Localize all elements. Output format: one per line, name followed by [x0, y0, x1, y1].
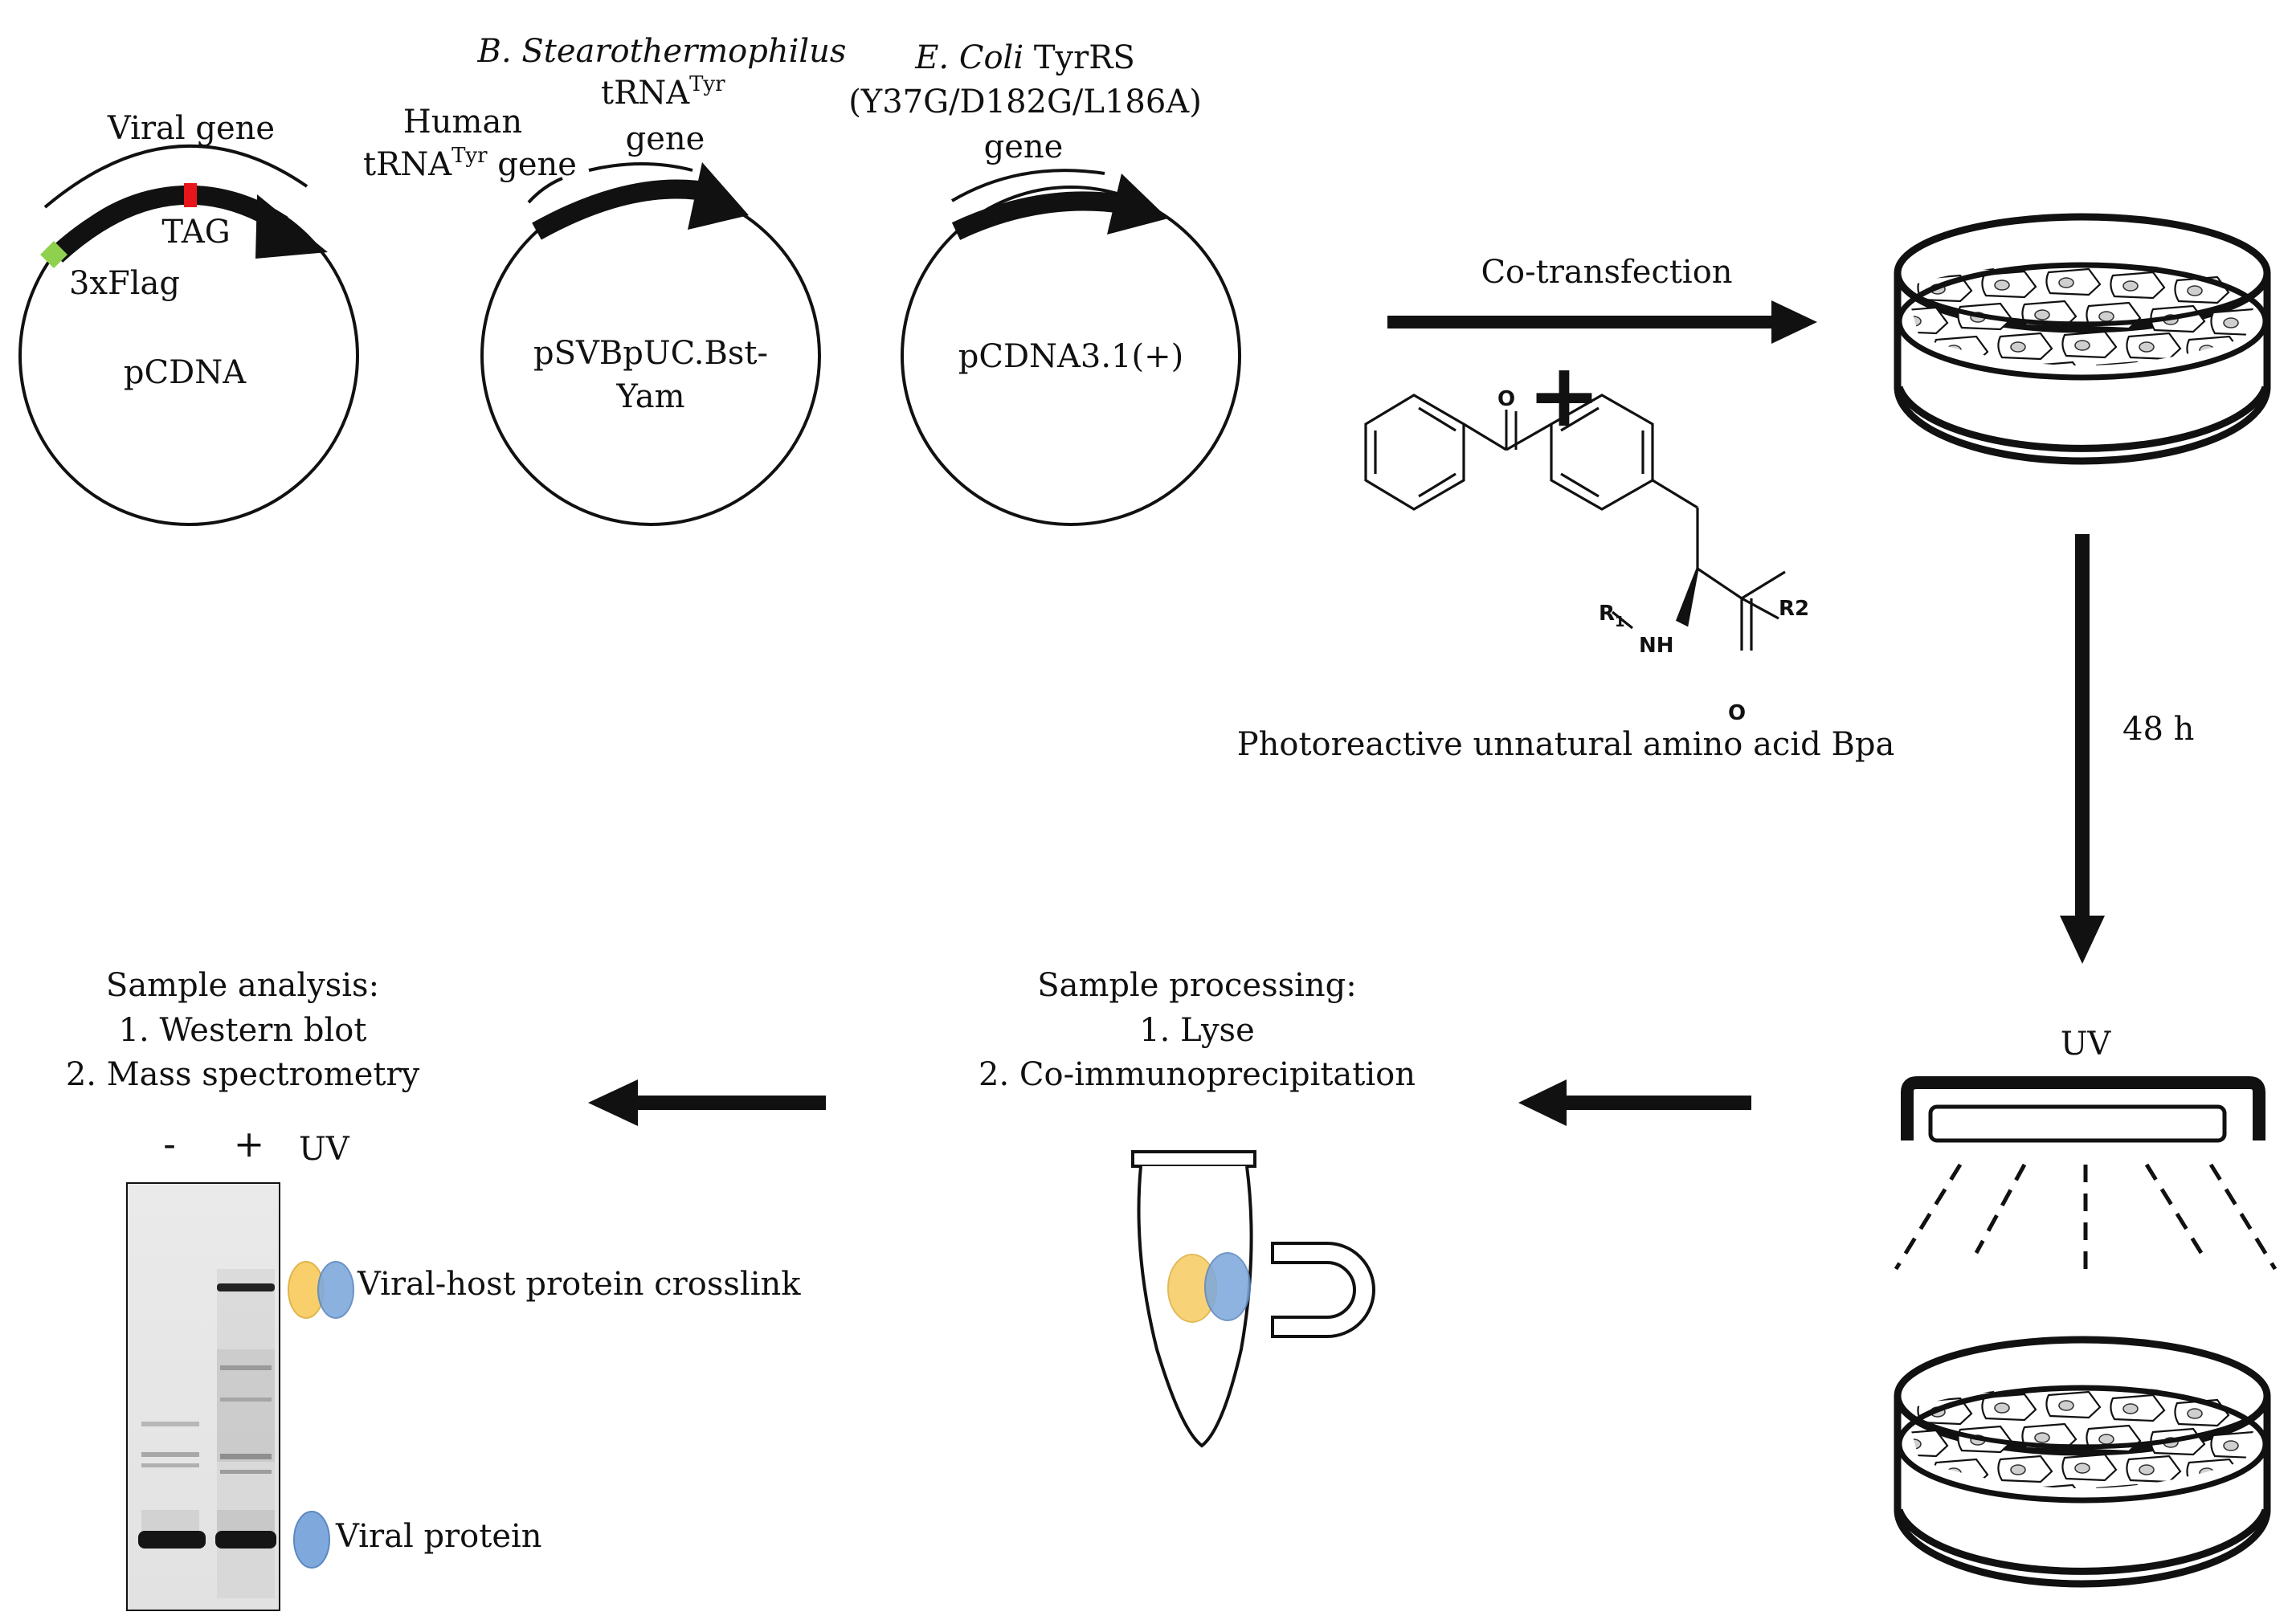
carbonyl-o: O: [1497, 387, 1515, 411]
plasmid-name-line1: pSVBpUC.Bst-: [533, 335, 768, 372]
acid-o: O: [1728, 701, 1746, 725]
bst-label-line2: tRNATyr: [601, 72, 725, 112]
viral-gene-bracket: [43, 144, 308, 209]
arrow-head: [255, 194, 328, 259]
analysis-title: Sample analysis:: [106, 967, 379, 1004]
amine-nh: NH: [1639, 634, 1674, 658]
tyrrs-label-line1: E. Coli TyrRS: [914, 39, 1135, 76]
tyrrs-arrow: [951, 191, 1135, 240]
arrow-shaft: [2075, 534, 2090, 936]
flag-label: 3xFlag: [69, 265, 180, 302]
sample-processing: Sample processing: 1. Lyse 2. Co-immunop…: [978, 967, 1416, 1448]
processing-title: Sample processing:: [1037, 967, 1357, 1004]
human-label-line1: Human: [403, 104, 522, 141]
crosslink-label: Viral-host protein crosslink: [357, 1266, 801, 1303]
bpa-caption: Photoreactive unnatural amino acid Bpa: [1237, 726, 1895, 763]
culture-dish-transfected: [1894, 213, 2271, 465]
plasmid-circle: [901, 186, 1241, 526]
arrow-head: [1107, 173, 1168, 235]
cotransfection-label: Co-transfection: [1481, 254, 1732, 291]
band-viral-plus: [215, 1531, 276, 1549]
cotransfection-step: Co-transfection +: [1387, 254, 1817, 447]
viral-gene-arrow: [49, 185, 288, 263]
uv-rays: [1894, 1163, 2278, 1271]
analysis-step2: 2. Mass spectrometry: [66, 1056, 420, 1093]
tube-cap: [1131, 1150, 1256, 1168]
arrow-to-processing: [1518, 1079, 1751, 1126]
plasmid-name: pCDNA3.1(+): [958, 338, 1184, 375]
uv-bulb: [1928, 1104, 2227, 1143]
band-viral-minus: [138, 1531, 206, 1549]
blot-uv-label: UV: [299, 1131, 350, 1168]
viral-protein-bead: [1204, 1252, 1251, 1321]
bst-trna-bracket: [588, 162, 693, 172]
human-label-line2: tRNATyr gene: [363, 144, 577, 183]
lane-minus-label: -: [163, 1122, 176, 1165]
trna-arrow: [532, 179, 716, 240]
r2-group: R2: [1779, 597, 1809, 621]
r1-group: R1: [1599, 602, 1625, 630]
tyrrs-bracket: [950, 169, 1105, 202]
plasmid-name-line2: Yam: [615, 378, 684, 415]
sample-analysis: Sample analysis: 1. Western blot 2. Mass…: [66, 967, 801, 1611]
arrow-head: [1771, 300, 1817, 344]
phenyl-ring-left: [1364, 394, 1465, 511]
plasmid-name: pCDNA: [124, 354, 247, 391]
bst-label-line3: gene: [626, 120, 705, 157]
tag-mark: [184, 183, 197, 207]
time-label: 48 h: [2122, 711, 2194, 748]
culture-dish-irradiated: [1894, 1336, 2271, 1588]
lane-plus-label: +: [234, 1122, 265, 1165]
band-crosslink-plus: [217, 1283, 275, 1291]
processing-step2: 2. Co-immunoprecipitation: [978, 1056, 1416, 1093]
analysis-step1: 1. Western blot: [119, 1012, 367, 1049]
bpa-structure: [1364, 394, 1786, 651]
plasmid-pcdna: Viral gene TAG 3xFlag pCDNA: [18, 110, 359, 526]
tyrrs-label-line2: (Y37G/D182G/L186A): [848, 84, 1202, 120]
western-blot: [126, 1182, 280, 1611]
incubation-step: 48 h: [2060, 534, 2194, 964]
stereo-wedge: [1675, 568, 1699, 627]
bst-label-line1: B. Stearothermophilus: [477, 33, 847, 70]
arrow-shaft: [1387, 316, 1779, 328]
bpa-atom-labels: O R1 NH R2 O Photoreactive unnatural ami…: [1237, 387, 1895, 763]
arrow-to-analysis: [588, 1079, 826, 1126]
tyrrs-label-line3: gene: [984, 129, 1064, 165]
gene-label: Viral gene: [107, 110, 275, 147]
arrow-head: [2060, 916, 2105, 964]
uv-lamp: UV: [1894, 1026, 2278, 1271]
crosslink-viral-icon: [317, 1261, 354, 1319]
viral-protein-icon: [293, 1511, 330, 1569]
tag-label: TAG: [161, 214, 230, 251]
human-trna-bracket: [527, 177, 563, 204]
uv-label: UV: [2061, 1026, 2112, 1063]
processing-step1: 1. Lyse: [1139, 1012, 1255, 1049]
plasmid-pcdna31: E. Coli TyrRS (Y37G/D182G/L186A) gene pC…: [848, 39, 1241, 526]
magnet: [1271, 1242, 1375, 1338]
plasmid-psvbpuc: Human tRNATyr gene B. Stearothermophilus…: [363, 33, 847, 526]
viral-protein-label: Viral protein: [335, 1518, 542, 1555]
arrow-head: [688, 162, 749, 230]
